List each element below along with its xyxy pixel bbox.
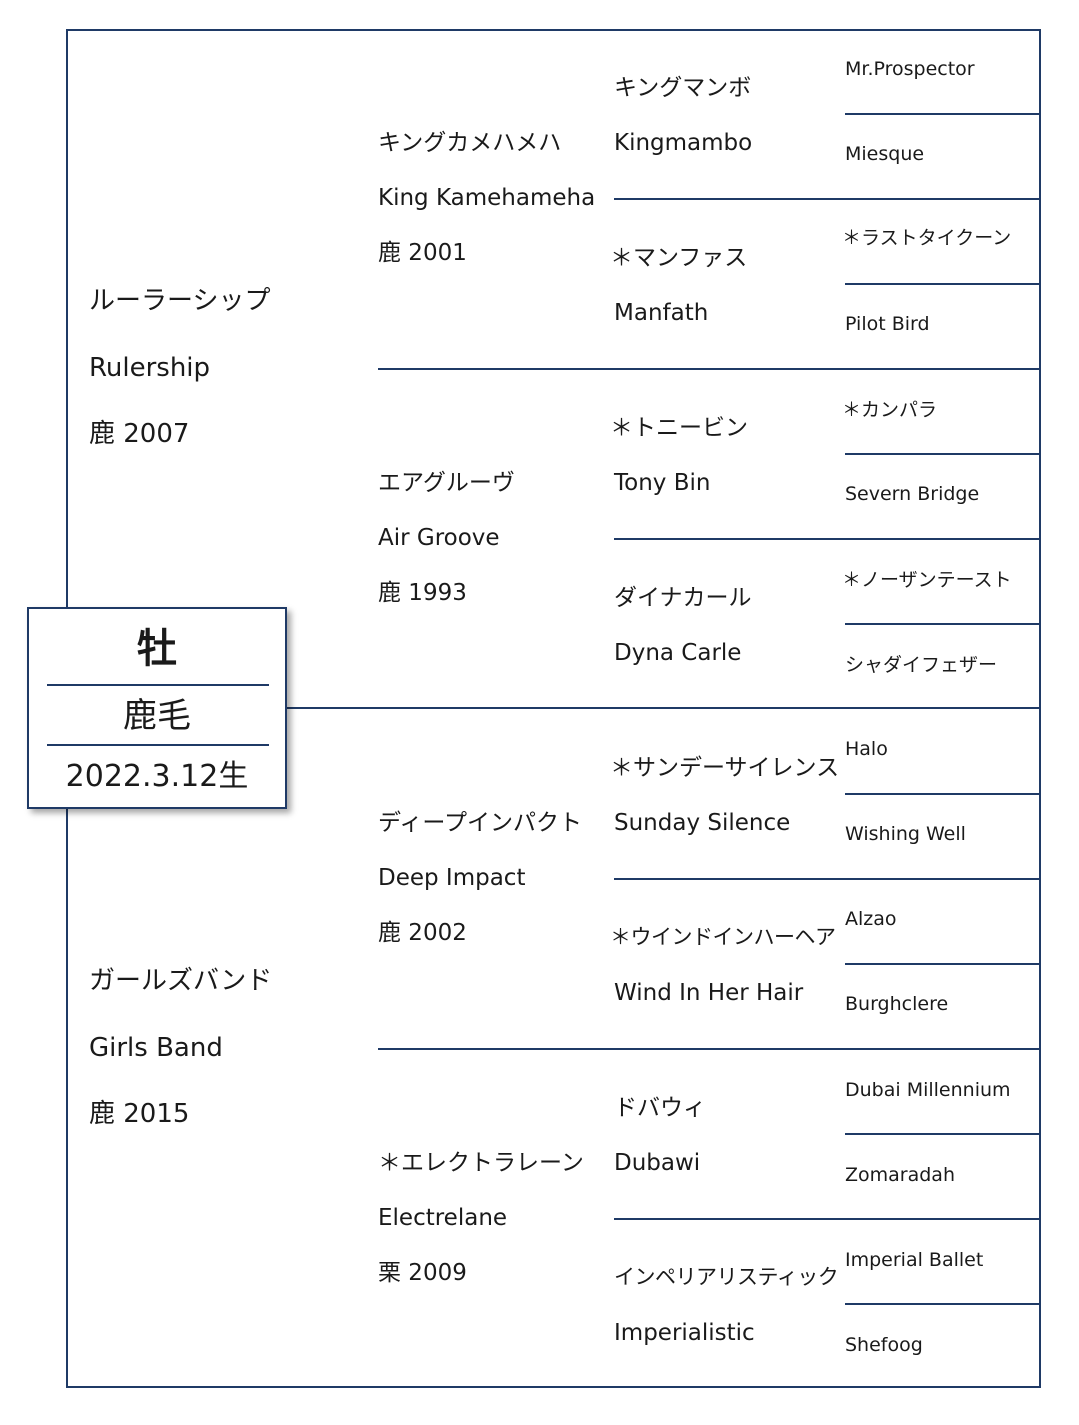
dsd-name-en: Wind In Her Hair [614, 980, 804, 1006]
gen4-ancestor: Imperial Ballet [845, 1249, 984, 1271]
ssd-name-en: Manfath [614, 300, 709, 326]
dam-name-jp: ガールズバンド [89, 966, 273, 996]
divider-gen2-top [378, 368, 1041, 370]
gen4-ancestor: Wishing Well [845, 823, 966, 845]
gen4-ancestor: Shefoog [845, 1334, 923, 1356]
subject-birth: 2022.3.12生 [65, 759, 249, 794]
sdd-name-jp: ダイナカール [614, 585, 752, 611]
subject-divider [47, 684, 269, 686]
dam-info: 鹿 2015 [89, 1099, 190, 1129]
gen4-ancestor: Mr.Prospector [845, 58, 975, 80]
dd-name-jp: ＊エレクトラレーン [378, 1150, 584, 1176]
divider-gen4 [845, 283, 1041, 285]
gen4-ancestor: Miesque [845, 143, 925, 165]
divider-gen2-bottom [378, 1048, 1041, 1050]
gen4-ancestor: ＊ラストタイクーン [842, 227, 1012, 249]
sire-info: 鹿 2007 [89, 419, 190, 449]
ds-info: 鹿 2002 [378, 920, 467, 946]
ds-name-en: Deep Impact [378, 865, 526, 891]
divider-gen3 [614, 878, 1041, 880]
divider-gen4 [845, 453, 1041, 455]
subject-divider [47, 744, 269, 746]
dds-name-jp: ドバウィ [614, 1095, 706, 1121]
gen4-ancestor: ＊カンパラ [842, 399, 938, 421]
gen4-ancestor: ＊ノーザンテースト [842, 569, 1012, 591]
sd-name-en: Air Groove [378, 525, 500, 551]
sd-info: 鹿 1993 [378, 580, 467, 606]
dss-name-jp: ＊サンデーサイレンス [610, 755, 840, 781]
divider-gen4 [845, 963, 1041, 965]
divider-sire-dam [287, 707, 1041, 709]
dd-name-en: Electrelane [378, 1205, 508, 1231]
dd-info: 栗 2009 [378, 1260, 467, 1286]
gen4-ancestor: Dubai Millennium [845, 1079, 1011, 1101]
divider-gen4 [845, 113, 1041, 115]
ss-name-jp: キングカメハメハ [378, 130, 562, 156]
divider-gen3 [614, 1218, 1041, 1220]
gen4-ancestor: Zomaradah [845, 1164, 955, 1186]
ss-name-en: King Kamehameha [378, 185, 596, 211]
sdd-name-en: Dyna Carle [614, 640, 742, 666]
gen4-ancestor: Pilot Bird [845, 313, 930, 335]
sds-name-en: Tony Bin [614, 470, 711, 496]
dss-name-en: Sunday Silence [614, 810, 791, 836]
divider-gen4 [845, 1303, 1041, 1305]
divider-gen4 [845, 793, 1041, 795]
divider-gen4 [845, 623, 1041, 625]
gen4-ancestor: Burghclere [845, 993, 949, 1015]
sss-name-jp: キングマンボ [614, 75, 752, 101]
gen4-ancestor: Halo [845, 738, 888, 760]
gen4-ancestor: Alzao [845, 908, 897, 930]
ssd-name-jp: ＊マンファス [610, 245, 748, 271]
divider-gen3 [614, 538, 1041, 540]
dds-name-en: Dubawi [614, 1150, 701, 1176]
ds-name-jp: ディープインパクト [378, 810, 583, 836]
subject-sex: 牡 [137, 626, 177, 672]
ddd-name-en: Imperialistic [614, 1320, 755, 1346]
divider-gen3 [614, 198, 1041, 200]
subject-coat: 鹿毛 [123, 696, 191, 736]
subject-info-box: 牡 鹿毛 2022.3.12生 [27, 607, 287, 809]
divider-gen4 [845, 1133, 1041, 1135]
sds-name-jp: ＊トニービン [610, 415, 748, 441]
sd-name-jp: エアグルーヴ [378, 470, 515, 496]
sire-name-jp: ルーラーシップ [89, 286, 271, 316]
gen4-ancestor: シャダイフェザー [845, 654, 998, 676]
dam-name-en: Girls Band [89, 1033, 223, 1063]
ss-info: 鹿 2001 [378, 240, 467, 266]
ddd-name-jp: インペリアリスティック [614, 1265, 839, 1289]
sire-name-en: Rulership [89, 353, 211, 383]
gen4-ancestor: Severn Bridge [845, 483, 980, 505]
dsd-name-jp: ＊ウインドインハーヘア [610, 925, 836, 949]
sss-name-en: Kingmambo [614, 130, 753, 156]
